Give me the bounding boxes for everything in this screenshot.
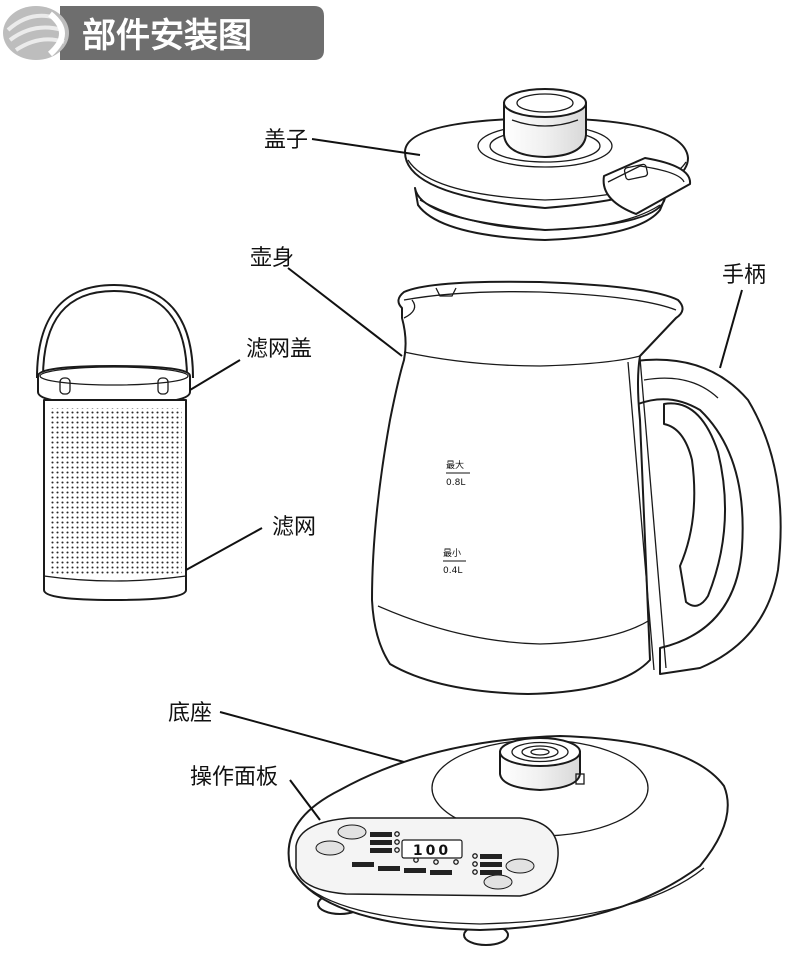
label-kettle-body: 壶身 bbox=[250, 246, 294, 271]
page-title: 部件安装图 bbox=[82, 16, 252, 56]
panel-button-top-left[interactable] bbox=[337, 824, 367, 840]
panel-display-value: 100 bbox=[413, 843, 451, 859]
max-level-label: 最大 bbox=[446, 459, 464, 471]
min-level-label: 最小 bbox=[443, 548, 461, 559]
panel-button-right[interactable] bbox=[505, 858, 535, 874]
base-illustration: 100 bbox=[287, 735, 729, 946]
label-control-panel: 操作面板 bbox=[190, 765, 278, 790]
max-level-mark: 最大 0.8L bbox=[446, 459, 470, 488]
label-base: 底座 bbox=[168, 701, 212, 726]
header-banner: 部件安装图 bbox=[3, 6, 324, 60]
banner-bar bbox=[60, 6, 324, 60]
label-handle: 手柄 bbox=[722, 263, 766, 288]
min-level-mark: 最小 0.4L bbox=[443, 548, 466, 576]
panel-button-left[interactable] bbox=[315, 840, 345, 856]
lid-illustration bbox=[404, 88, 692, 241]
label-filter-lid: 滤网盖 bbox=[246, 337, 312, 362]
filter-illustration bbox=[36, 283, 194, 601]
kettle-body-illustration bbox=[371, 280, 782, 695]
max-level-volume: 0.8L bbox=[446, 478, 465, 488]
label-filter: 滤网 bbox=[272, 515, 316, 540]
control-panel: 100 bbox=[295, 817, 559, 897]
panel-display bbox=[401, 839, 463, 859]
label-lid: 盖子 bbox=[264, 128, 308, 153]
min-level-volume: 0.4L bbox=[443, 566, 462, 576]
panel-button-bottom-right[interactable] bbox=[483, 874, 513, 890]
header-badge-icon bbox=[3, 6, 69, 60]
leader-lines bbox=[185, 138, 743, 821]
